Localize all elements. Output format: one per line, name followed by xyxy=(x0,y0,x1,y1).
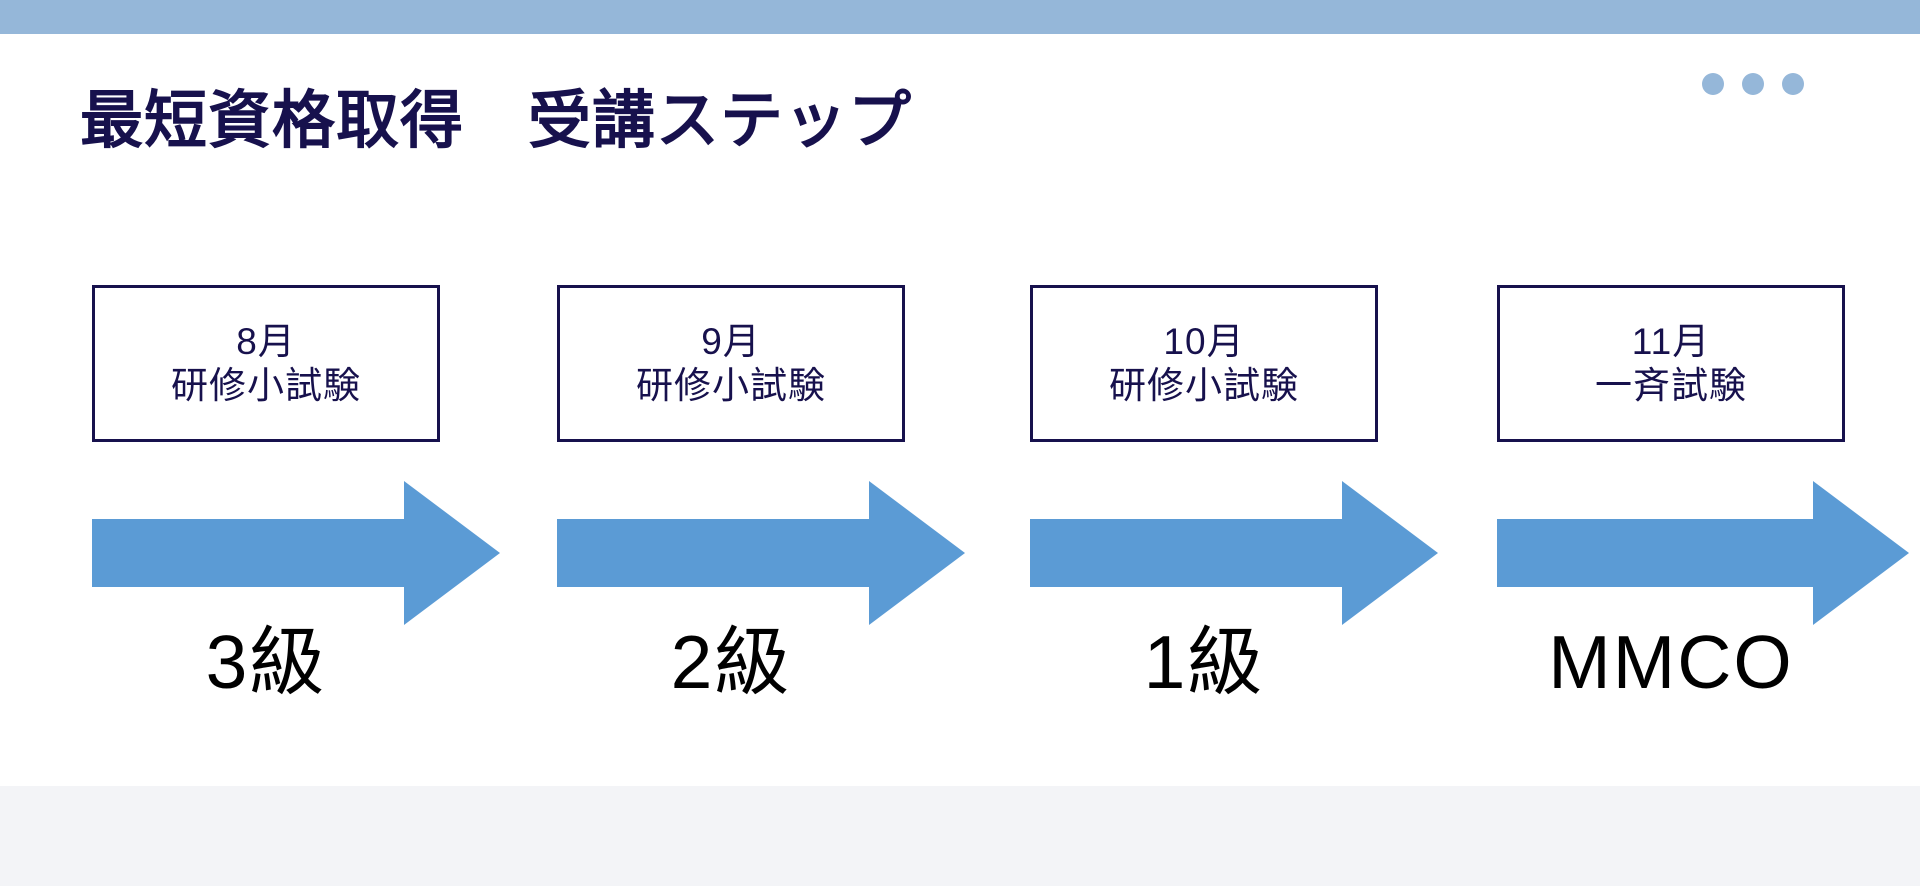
step-label: 2級 xyxy=(670,620,792,704)
step-exam: 研修小試験 xyxy=(636,364,826,406)
step-exam: 研修小試験 xyxy=(171,364,361,406)
step-label: MMCO xyxy=(1548,620,1794,704)
step-exam: 一斉試験 xyxy=(1595,364,1747,406)
top-dot-3 xyxy=(1782,73,1804,95)
right-arrow-icon xyxy=(1030,481,1438,625)
top-accent-bar xyxy=(0,0,1920,34)
top-dot-1 xyxy=(1702,73,1724,95)
step-month: 10月 xyxy=(1163,320,1245,362)
step-item: 10月 研修小試験 1級 xyxy=(1030,285,1438,700)
step-box: 10月 研修小試験 xyxy=(1030,285,1378,442)
right-arrow-icon xyxy=(557,481,965,625)
footer-bar xyxy=(0,786,1920,886)
step-item: 8月 研修小試験 3級 xyxy=(92,285,500,700)
step-month: 8月 xyxy=(236,320,296,362)
page-title: 最短資格取得 受講ステップ xyxy=(80,86,912,156)
top-decorative-dots xyxy=(1702,73,1804,95)
step-item: 9月 研修小試験 2級 xyxy=(557,285,965,700)
steps-timeline: 8月 研修小試験 3級 9月 研修小試験 2級 10月 研修小試験 xyxy=(0,285,1920,705)
right-arrow-icon xyxy=(92,481,500,625)
top-dot-2 xyxy=(1742,73,1764,95)
step-item: 11月 一斉試験 MMCO xyxy=(1497,285,1909,700)
step-month: 9月 xyxy=(701,320,761,362)
right-arrow-icon xyxy=(1497,481,1909,625)
step-label: 1級 xyxy=(1143,620,1265,704)
step-box: 11月 一斉試験 xyxy=(1497,285,1845,442)
step-exam: 研修小試験 xyxy=(1109,364,1299,406)
step-box: 9月 研修小試験 xyxy=(557,285,905,442)
step-month: 11月 xyxy=(1631,320,1711,362)
step-label: 3級 xyxy=(205,620,327,704)
step-box: 8月 研修小試験 xyxy=(92,285,440,442)
